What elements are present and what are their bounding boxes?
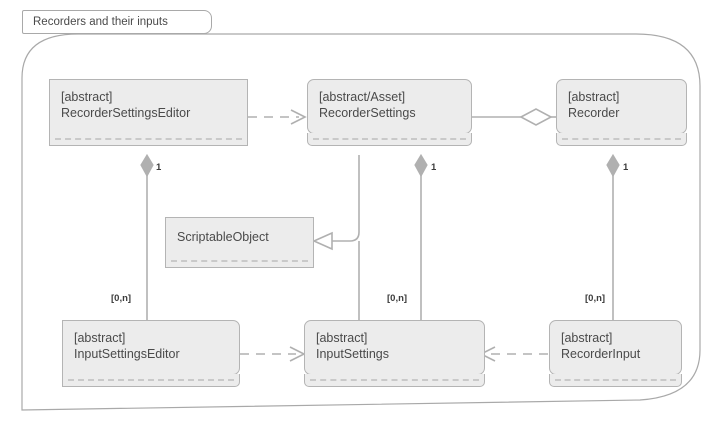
class-attributes-compartment [49,133,248,146]
class-node-scriptable-object[interactable]: ScriptableObject [165,217,314,268]
arrowhead-filled-diamond-rse [140,153,154,178]
arrowhead-hollow-diamond-recorder [519,108,553,126]
class-node-header: [abstract/Asset] RecorderSettings [307,79,472,134]
multiplicity-input-settings: [0,n] [387,293,408,304]
class-name: RecorderInput [561,347,641,361]
class-stereotype: [abstract] [61,90,113,104]
class-name: ScriptableObject [177,230,269,244]
class-node-recorder-settings[interactable]: [abstract/Asset] RecorderSettings [307,79,472,146]
frame-outline [21,33,701,411]
multiplicity-rse: 1 [156,162,162,173]
multiplicity-rs: 1 [431,162,437,173]
class-name: RecorderSettings [319,106,416,120]
class-node-input-settings-editor[interactable]: [abstract] InputSettingsEditor [62,320,240,387]
class-node-header: [abstract] RecorderInput [549,320,682,375]
class-attributes-compartment [304,374,485,387]
arrowhead-open-rs [290,109,307,125]
class-name: RecorderSettingsEditor [61,106,191,120]
class-stereotype: [abstract/Asset] [319,90,406,104]
multiplicity-input-settings-editor: [0,n] [111,293,132,304]
class-attributes-compartment [307,133,472,146]
multiplicity-recorder: 1 [623,162,629,173]
class-node-header: [abstract] Recorder [556,79,687,134]
class-name: InputSettingsEditor [74,347,180,361]
arrowhead-filled-diamond-rs [414,153,428,178]
class-name: Recorder [568,106,620,120]
arrowhead-filled-diamond-recorder [606,153,620,178]
class-stereotype: [abstract] [316,331,368,345]
class-name: InputSettings [316,347,389,361]
class-stereotype: [abstract] [561,331,613,345]
class-node-recorder[interactable]: [abstract] Recorder [556,79,687,146]
frame-title-tab: Recorders and their inputs [22,10,212,34]
class-attributes-compartment [165,255,314,268]
class-node-header: ScriptableObject [165,217,314,256]
edge-rs-inherits-so [331,155,360,242]
class-node-input-settings[interactable]: [abstract] InputSettings [304,320,485,387]
class-node-header: [abstract] InputSettings [304,320,485,375]
class-node-header: [abstract] RecorderSettingsEditor [49,79,248,134]
class-node-recorder-settings-editor[interactable]: [abstract] RecorderSettingsEditor [49,79,248,146]
class-attributes-compartment [556,133,687,146]
arrowhead-hollow-triangle-so [312,231,333,251]
multiplicity-recorder-input: [0,n] [585,293,606,304]
class-stereotype: [abstract] [74,331,126,345]
class-attributes-compartment [62,374,240,387]
class-stereotype: [abstract] [568,90,620,104]
class-node-recorder-input[interactable]: [abstract] RecorderInput [549,320,682,387]
class-node-header: [abstract] InputSettingsEditor [62,320,240,375]
frame-title-label: Recorders and their inputs [33,16,168,28]
class-attributes-compartment [549,374,682,387]
